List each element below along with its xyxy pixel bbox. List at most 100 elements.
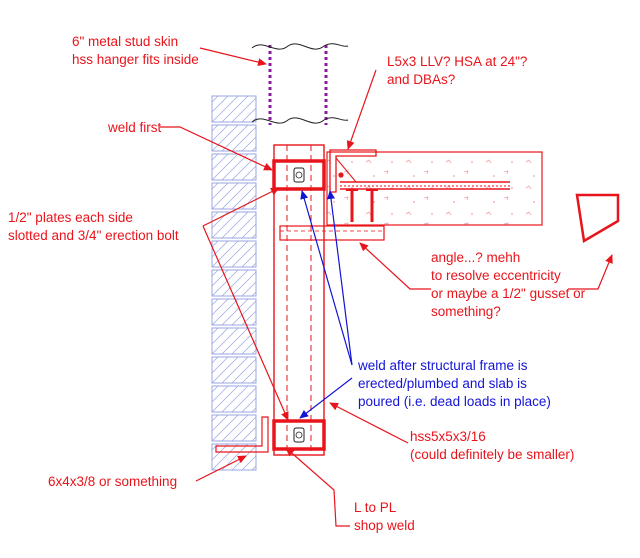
brick-hatch <box>231 387 257 413</box>
brick-hatch <box>221 182 249 210</box>
brick-hatch <box>211 298 219 306</box>
brick-unit <box>211 443 257 471</box>
brick-hatch <box>211 95 229 113</box>
brick-hatch <box>211 153 229 171</box>
brick-hatch <box>221 414 249 442</box>
brick-hatch <box>251 465 257 471</box>
brick-hatch <box>211 211 219 219</box>
brick-hatch <box>221 153 249 181</box>
brick-hatch <box>231 126 257 152</box>
plates-note: 1/2" plates each side slotted and 3/4" e… <box>8 210 179 243</box>
brick-hatch <box>211 414 229 432</box>
hss-hanger <box>273 144 325 456</box>
brick-unit <box>211 414 257 442</box>
hss-note: hss5x5x3/16 (could definitely be smaller… <box>410 429 574 462</box>
brick-hatch <box>211 385 239 413</box>
brick-hatch <box>241 397 257 413</box>
brick-hatch <box>211 356 229 374</box>
brick-hatch <box>251 378 257 384</box>
brick-hatch <box>221 269 249 297</box>
brick-hatch <box>221 240 249 268</box>
brick-hatch <box>221 385 249 413</box>
brick-unit <box>211 182 257 210</box>
brick-hatch <box>211 95 239 123</box>
top-plate-connection <box>272 159 326 191</box>
brick-hatch <box>211 182 239 210</box>
brick-hatch <box>241 194 257 210</box>
brick-hatch <box>231 271 257 297</box>
brick-hatch <box>221 327 249 355</box>
brick-hatch <box>231 184 257 210</box>
brick-hatch <box>251 407 257 413</box>
concrete-slab <box>326 151 543 226</box>
brick-hatch <box>231 445 257 471</box>
brick-hatch <box>231 300 257 326</box>
brick-hatch <box>211 414 239 442</box>
angle-question-note: L5x3 LLV? HSA at 24"? and DBAs? <box>387 54 531 87</box>
brick-hatch <box>231 97 257 123</box>
brick-unit <box>211 240 257 268</box>
brick-unit <box>211 153 257 181</box>
brick-hatch <box>241 252 257 268</box>
brick-hatch <box>211 414 219 422</box>
brick-unit <box>211 327 257 355</box>
brick-hatch <box>221 95 249 123</box>
brick-hatch <box>221 356 249 384</box>
eccentricity-note: angle...? mehh to resolve eccentricity o… <box>431 250 589 319</box>
brick-hatch <box>251 175 257 181</box>
shop-weld-note: L to PL shop weld <box>354 500 415 533</box>
break-line-top <box>251 43 349 50</box>
brick-hatch <box>211 124 239 152</box>
brick-hatch <box>241 281 257 297</box>
brick-hatch <box>211 240 219 248</box>
weld-first-note: weld first <box>107 120 162 135</box>
brick-hatch <box>211 182 229 200</box>
support-ledge <box>279 225 385 241</box>
gusset-sketch <box>575 193 620 244</box>
brick-hatch <box>251 146 257 152</box>
brick-hatch <box>251 262 257 268</box>
bottom-angle-note: 6x4x3/8 or something <box>48 474 177 489</box>
brick-unit <box>211 124 257 152</box>
stud-skin-note: 6" metal stud skin hss hanger fits insid… <box>72 34 199 67</box>
brick-hatch <box>231 213 257 239</box>
brick-hatch <box>231 416 257 442</box>
brick-hatch <box>211 327 229 345</box>
brick-hatch <box>211 327 219 335</box>
brick-hatch <box>211 443 219 451</box>
brick-hatch <box>211 240 229 258</box>
brick-hatch <box>211 269 239 297</box>
brick-hatch <box>211 124 219 132</box>
brick-hatch <box>211 298 239 326</box>
brick-hatch <box>231 242 257 268</box>
brick-hatch <box>241 136 257 152</box>
brick-hatch <box>241 426 257 442</box>
brick-hatch <box>241 165 257 181</box>
bottom-plate-connection <box>272 419 326 451</box>
brick-hatch <box>211 124 229 142</box>
brick-hatch <box>211 153 239 181</box>
erection-bolt-icon <box>293 167 305 183</box>
bottom-angle <box>215 416 269 453</box>
brick-hatch <box>211 95 219 103</box>
brick-hatch <box>211 211 239 239</box>
metal-stud-skin <box>251 43 349 125</box>
brick-unit <box>211 95 257 123</box>
brick-hatch <box>251 233 257 239</box>
brick-hatch <box>231 358 257 384</box>
brick-hatch <box>251 291 257 297</box>
brick-hatch <box>211 356 239 384</box>
brick-hatch <box>241 368 257 384</box>
brick-unit <box>211 356 257 384</box>
brick-unit <box>211 298 257 326</box>
brick-hatch <box>211 443 239 471</box>
brick-hatch <box>231 329 257 355</box>
brick-hatch <box>241 455 257 471</box>
brick-hatch <box>211 298 229 316</box>
brick-hatch <box>251 204 257 210</box>
weld-after-note: weld after structural frame is erected/p… <box>357 358 551 409</box>
brick-hatch <box>231 155 257 181</box>
brick-hatch <box>241 107 257 123</box>
brick-hatch <box>211 385 229 403</box>
